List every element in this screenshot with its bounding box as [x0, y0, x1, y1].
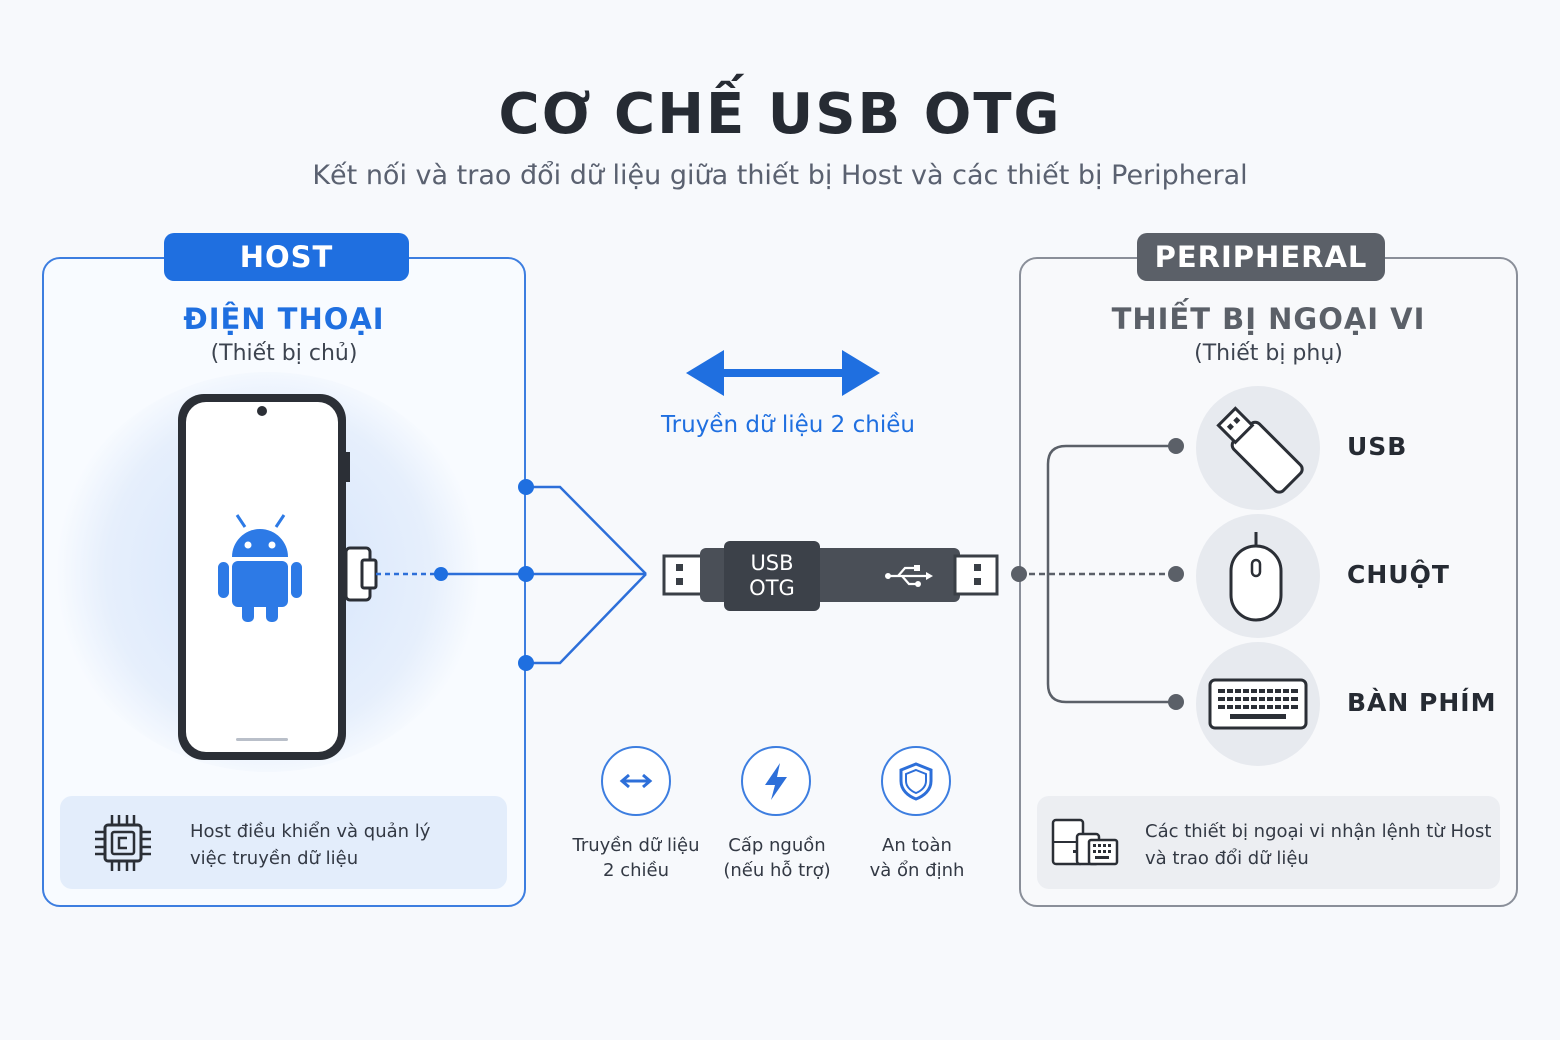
peripheral-tab: PERIPHERAL	[1137, 233, 1385, 281]
host-wire-nodes	[434, 479, 534, 671]
adapter-label-line1: USB	[750, 551, 794, 575]
host-info-line2: việc truyền dữ liệu	[190, 848, 359, 869]
device-label-mouse: CHUỘT	[1347, 560, 1450, 589]
feature-label-line1: Truyền dữ liệu	[572, 835, 700, 856]
host-info-text: Host điều khiển và quản lý việc truyền d…	[190, 818, 430, 872]
shield-icon	[899, 762, 933, 801]
feature-label-bidirectional: Truyền dữ liệu 2 chiều	[556, 833, 716, 883]
host-heading: ĐIỆN THOẠI	[183, 302, 385, 336]
devices-icon	[1051, 818, 1119, 866]
feature-label-line2: (nếu hỗ trợ)	[723, 860, 831, 881]
adapter-label-line2: OTG	[749, 576, 795, 600]
peripheral-wires	[1019, 444, 1176, 704]
mouse-device-circle	[1196, 514, 1320, 638]
peripheral-info-line2: và trao đổi dữ liệu	[1145, 848, 1309, 869]
peripheral-info-text: Các thiết bị ngoại vi nhận lệnh từ Host …	[1145, 818, 1491, 872]
keyboard-device-circle	[1196, 642, 1320, 766]
feature-power-circle	[741, 746, 811, 816]
usb-otg-adapter-icon	[662, 541, 999, 611]
feature-label-line1: Cấp nguồn	[728, 835, 826, 856]
feature-safety-circle	[881, 746, 951, 816]
peripheral-subheading: (Thiết bị phụ)	[1194, 341, 1343, 366]
peripheral-wire-nodes	[1011, 438, 1184, 710]
page-subtitle: Kết nối và trao đổi dữ liệu giữa thiết b…	[312, 160, 1248, 191]
feature-label-safety: An toàn và ổn định	[837, 833, 997, 883]
bidirectional-arrow-icon	[619, 773, 653, 789]
usb-device-circle	[1196, 386, 1320, 510]
host-tab: HOST	[164, 233, 409, 281]
feature-bidirectional-circle	[601, 746, 671, 816]
feature-label-line1: An toàn	[882, 835, 952, 856]
host-subheading: (Thiết bị chủ)	[210, 341, 358, 366]
mouse-icon	[1229, 532, 1283, 622]
chip-icon	[95, 815, 151, 871]
peripheral-heading: THIẾT BỊ NGOẠI VI	[1111, 302, 1426, 336]
adapter-label: USB OTG	[724, 551, 820, 601]
device-label-keyboard: BÀN PHÍM	[1347, 688, 1497, 717]
lightning-icon	[765, 763, 787, 800]
usb-symbol-icon	[888, 566, 926, 586]
peripheral-info-line1: Các thiết bị ngoại vi nhận lệnh từ Host	[1145, 821, 1492, 842]
device-label-usb: USB	[1347, 432, 1408, 461]
page-title: CƠ CHẾ USB OTG	[498, 82, 1062, 147]
host-wires	[376, 485, 647, 665]
usb-flash-drive-icon	[1216, 406, 1304, 494]
bidirectional-arrow-icon	[686, 350, 880, 396]
feature-label-line2: và ổn định	[869, 860, 965, 881]
android-icon	[218, 514, 302, 622]
feature-label-power: Cấp nguồn (nếu hỗ trợ)	[697, 833, 857, 883]
feature-label-line2: 2 chiều	[603, 860, 669, 881]
keyboard-icon	[1208, 678, 1308, 730]
host-info-line1: Host điều khiển và quản lý	[190, 821, 431, 842]
bidirectional-label: Truyền dữ liệu 2 chiều	[661, 412, 915, 438]
